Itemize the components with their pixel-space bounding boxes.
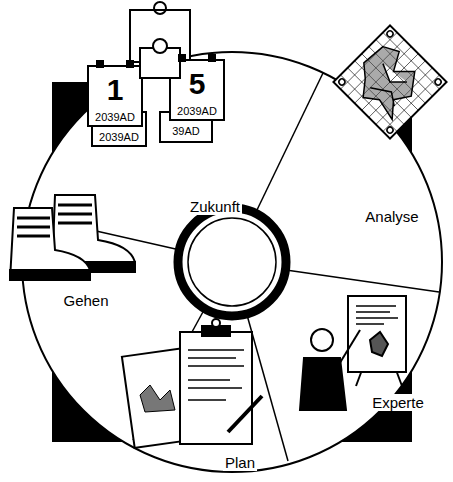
sector-label: Gehen — [61, 292, 110, 309]
plan-icon — [122, 319, 262, 448]
sector-label: Plan — [223, 454, 257, 471]
sector-label: Analyse — [363, 208, 420, 225]
calendar-year: 2039AD — [177, 106, 217, 117]
hub-inner — [188, 218, 276, 306]
boots-icon — [10, 195, 135, 280]
calendar-year: 2039AD — [99, 132, 139, 143]
sector-label: Zukunft — [188, 198, 242, 215]
sector-label: Experte — [370, 394, 426, 411]
hub-ring — [178, 208, 286, 316]
analysis-grid — [333, 25, 446, 138]
calendar-day: 5 — [189, 69, 206, 99]
sector-dividers — [30, 73, 439, 461]
calendar-year: 39AD — [172, 126, 200, 137]
calendar-day: 1 — [107, 75, 124, 105]
calendar-icon — [88, 2, 224, 146]
calendar-year: 2039AD — [95, 112, 135, 123]
